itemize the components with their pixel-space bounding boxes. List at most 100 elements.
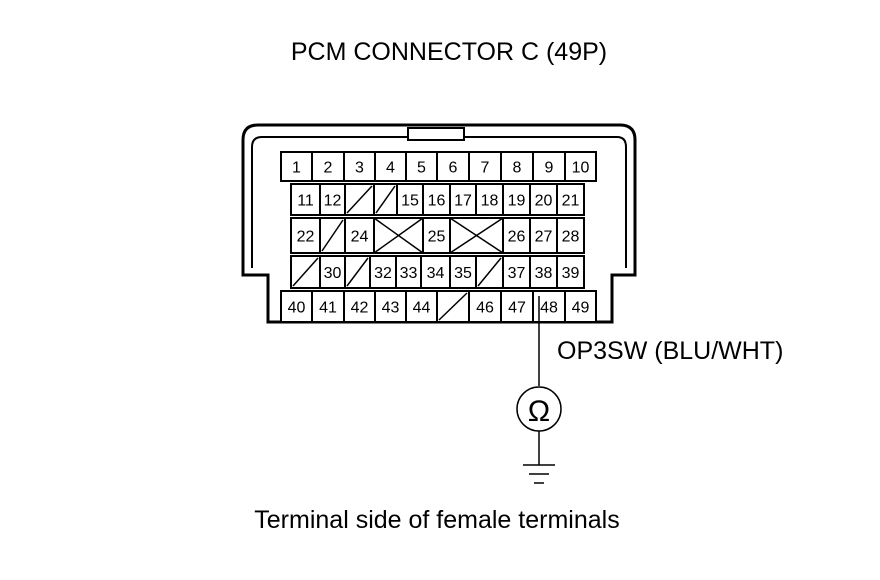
terminal-label: 19 [508, 193, 526, 210]
terminal-label: 47 [508, 300, 526, 317]
terminal-label: 21 [562, 193, 580, 210]
terminal-32: 32 [369, 255, 397, 289]
unused-cavity-crossed [449, 217, 504, 254]
terminal-label: 20 [535, 193, 553, 210]
ohm-symbol: Ω [528, 395, 550, 428]
terminal-10: 10 [564, 151, 597, 182]
terminal-20: 20 [529, 183, 558, 216]
terminal-label: 16 [428, 193, 446, 210]
unused-cavity [373, 183, 398, 216]
terminal-label: 48 [540, 300, 558, 317]
unused-cavity [290, 255, 321, 289]
terminal-39: 39 [556, 255, 585, 289]
terminal-49: 49 [564, 290, 597, 323]
unused-cavity [475, 255, 504, 289]
unused-cavity [344, 183, 375, 216]
terminal-label: 3 [355, 160, 364, 177]
terminal-label: 49 [572, 300, 590, 317]
terminal-4: 4 [374, 151, 407, 182]
terminal-label: 38 [535, 265, 553, 282]
terminal-47: 47 [500, 290, 534, 323]
terminal-7: 7 [468, 151, 502, 182]
terminal-37: 37 [502, 255, 531, 289]
terminal-48: 48 [532, 290, 566, 323]
ohmmeter-circuit: Ω [516, 296, 562, 484]
terminal-label: 39 [562, 265, 580, 282]
terminal-label: 30 [324, 265, 342, 282]
terminal-1: 1 [280, 151, 313, 182]
terminal-5: 5 [405, 151, 438, 182]
terminal-25: 25 [422, 217, 451, 254]
terminal-21: 21 [556, 183, 585, 216]
terminal-label: 4 [386, 160, 395, 177]
terminal-9: 9 [532, 151, 566, 182]
terminal-label: 8 [513, 160, 522, 177]
terminal-38: 38 [529, 255, 558, 289]
terminal-34: 34 [420, 255, 451, 289]
diagram-title: PCM CONNECTOR C (49P) [291, 38, 607, 66]
terminal-label: 42 [351, 300, 369, 317]
terminal-27: 27 [529, 217, 558, 254]
terminal-label: 17 [454, 193, 472, 210]
terminal-43: 43 [374, 290, 407, 323]
terminal-label: 46 [476, 300, 494, 317]
terminal-label: 18 [481, 193, 499, 210]
terminal-8: 8 [500, 151, 534, 182]
terminal-label: 34 [427, 265, 445, 282]
terminal-label: 27 [535, 229, 553, 246]
terminal-label: 25 [428, 229, 446, 246]
terminal-42: 42 [343, 290, 376, 323]
terminal-label: 10 [572, 160, 590, 177]
terminal-label: 35 [454, 265, 472, 282]
terminal-label: 7 [481, 160, 490, 177]
terminal-label: 40 [288, 300, 306, 317]
terminal-17: 17 [449, 183, 477, 216]
terminal-46: 46 [468, 290, 502, 323]
terminal-label: 44 [413, 300, 431, 317]
terminal-label: 33 [400, 265, 418, 282]
terminal-label: 2 [324, 160, 333, 177]
unused-cavity [436, 290, 470, 323]
terminal-6: 6 [436, 151, 470, 182]
terminal-24: 24 [344, 217, 375, 254]
terminal-35: 35 [449, 255, 477, 289]
terminal-label: 1 [292, 160, 301, 177]
terminal-label: 15 [401, 193, 419, 210]
terminal-label: 22 [297, 229, 315, 246]
terminal-11: 11 [290, 183, 321, 216]
unused-cavity-crossed [373, 217, 424, 254]
terminal-label: 41 [319, 300, 337, 317]
terminal-22: 22 [290, 217, 321, 254]
terminal-3: 3 [343, 151, 376, 182]
terminal-26: 26 [502, 217, 531, 254]
terminal-label: 28 [562, 229, 580, 246]
connector-lock-tab [407, 127, 465, 141]
terminal-label: 11 [297, 193, 314, 210]
terminal-19: 19 [502, 183, 531, 216]
terminal-label: 6 [449, 160, 458, 177]
terminal-41: 41 [311, 290, 345, 323]
wire-label: OP3SW (BLU/WHT) [557, 337, 783, 365]
terminal-label: 43 [382, 300, 400, 317]
terminal-28: 28 [556, 217, 585, 254]
terminal-30: 30 [319, 255, 346, 289]
terminal-15: 15 [396, 183, 424, 216]
terminal-label: 24 [351, 229, 369, 246]
terminal-label: 37 [508, 265, 526, 282]
terminal-label: 32 [374, 265, 392, 282]
caption: Terminal side of female terminals [254, 506, 619, 534]
terminal-label: 5 [417, 160, 426, 177]
terminal-label: 9 [545, 160, 554, 177]
terminal-40: 40 [280, 290, 313, 323]
terminal-44: 44 [405, 290, 438, 323]
terminal-label: 26 [508, 229, 526, 246]
unused-cavity [344, 255, 371, 289]
terminal-2: 2 [311, 151, 345, 182]
unused-cavity [319, 217, 346, 254]
terminal-12: 12 [319, 183, 346, 216]
ground-icon [523, 464, 555, 484]
connector-housing [241, 123, 637, 324]
terminal-label: 12 [324, 193, 342, 210]
